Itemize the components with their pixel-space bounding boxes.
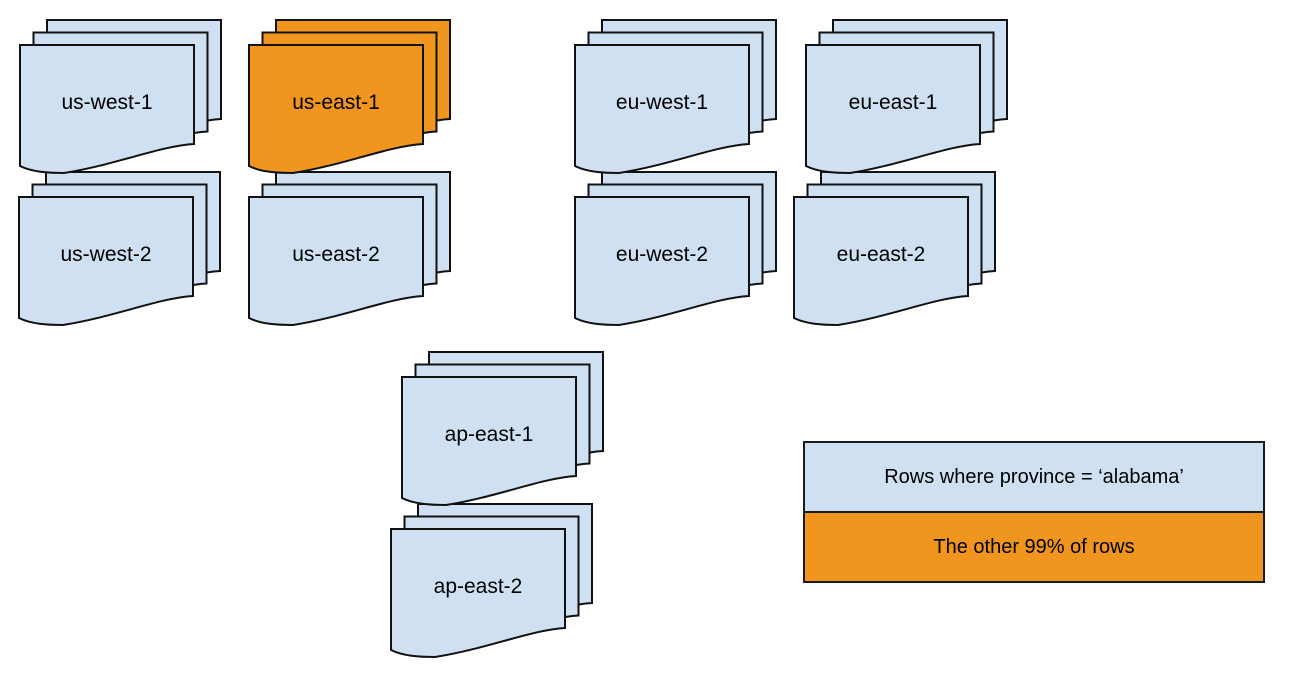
legend-row-alabama-label: Rows where province = ‘alabama’: [884, 465, 1184, 488]
stacked-documents-shape: [574, 171, 777, 327]
stacked-documents-shape: [793, 171, 996, 327]
document-stack-us-west-1: us-west-1: [19, 19, 224, 176]
document-stack-us-west-2: us-west-2: [18, 171, 223, 328]
legend-row-other-label: The other 99% of rows: [933, 535, 1135, 558]
legend-row-other: The other 99% of rows: [805, 511, 1263, 581]
legend: Rows where province = ‘alabama’ The othe…: [803, 441, 1265, 583]
stacked-documents-shape: [248, 171, 451, 327]
document-stack-eu-east-2: eu-east-2: [793, 171, 998, 328]
document-stack-us-east-1: us-east-1: [248, 19, 453, 176]
document-stack-ap-east-1: ap-east-1: [401, 351, 606, 508]
stacked-documents-shape: [401, 351, 604, 507]
stacked-documents-shape: [19, 19, 222, 175]
document-stack-us-east-2: us-east-2: [248, 171, 453, 328]
stacked-documents-shape: [390, 503, 593, 659]
stacked-documents-shape: [805, 19, 1008, 175]
stacked-documents-shape: [18, 171, 221, 327]
legend-row-alabama: Rows where province = ‘alabama’: [805, 443, 1263, 511]
stacked-documents-shape: [574, 19, 777, 175]
stacked-documents-shape: [248, 19, 451, 175]
document-stack-eu-west-2: eu-west-2: [574, 171, 779, 328]
document-stack-ap-east-2: ap-east-2: [390, 503, 595, 660]
document-stack-eu-east-1: eu-east-1: [805, 19, 1010, 176]
document-stack-eu-west-1: eu-west-1: [574, 19, 779, 176]
